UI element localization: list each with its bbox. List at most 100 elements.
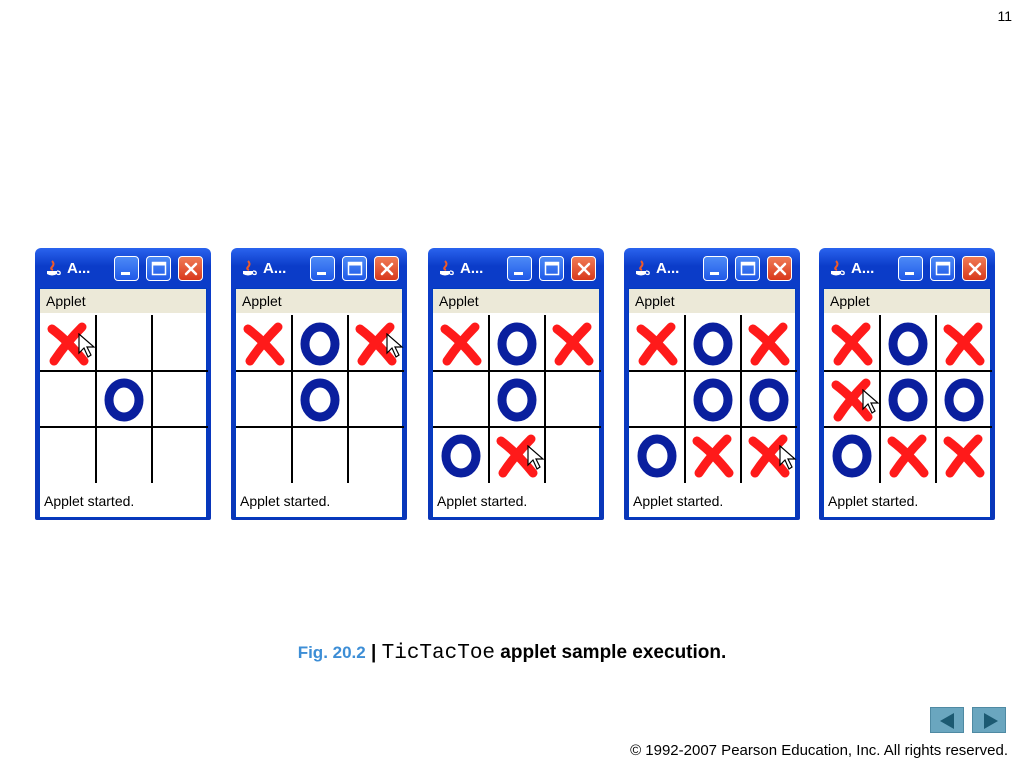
board-cell[interactable] <box>236 371 292 427</box>
window-titlebar[interactable]: A... <box>432 248 600 288</box>
maximize-button[interactable] <box>146 256 171 281</box>
grid-line <box>40 426 208 428</box>
board-cell[interactable] <box>348 315 404 371</box>
minimize-button[interactable] <box>703 256 728 281</box>
board-cell[interactable] <box>824 315 880 371</box>
board-cell[interactable] <box>685 427 741 483</box>
board-cell[interactable] <box>96 427 152 483</box>
board-cell[interactable] <box>824 371 880 427</box>
board-cell[interactable] <box>96 315 152 371</box>
minimize-button[interactable] <box>507 256 532 281</box>
o-mark-icon <box>497 322 537 366</box>
board-cell[interactable] <box>629 315 685 371</box>
tictactoe-board <box>824 315 992 483</box>
board-cell[interactable] <box>152 371 208 427</box>
grid-line <box>236 370 404 372</box>
applet-label: Applet <box>635 293 675 309</box>
board-cell[interactable] <box>292 427 348 483</box>
board-cell[interactable] <box>236 315 292 371</box>
maximize-button[interactable] <box>342 256 367 281</box>
grid-line <box>347 315 349 483</box>
minimize-icon <box>710 272 719 275</box>
board-cell[interactable] <box>489 371 545 427</box>
page-number: 11 <box>997 8 1012 24</box>
window-titlebar[interactable]: A... <box>39 248 207 288</box>
o-mark-icon <box>832 434 872 478</box>
board-cell[interactable] <box>936 371 992 427</box>
board-cell[interactable] <box>433 315 489 371</box>
o-mark-icon <box>944 378 984 422</box>
maximize-button[interactable] <box>735 256 760 281</box>
board-cell[interactable] <box>880 315 936 371</box>
next-slide-button[interactable] <box>972 707 1006 733</box>
board-cell[interactable] <box>629 371 685 427</box>
minimize-button[interactable] <box>898 256 923 281</box>
close-button[interactable] <box>767 256 792 281</box>
board-cell[interactable] <box>292 371 348 427</box>
figure-caption: Fig. 20.2 | TicTacToe applet sample exec… <box>0 642 1024 665</box>
board-cell[interactable] <box>545 371 601 427</box>
board-cell[interactable] <box>545 315 601 371</box>
close-icon <box>184 262 198 276</box>
maximize-button[interactable] <box>930 256 955 281</box>
board-cell[interactable] <box>489 315 545 371</box>
window-titlebar[interactable]: A... <box>628 248 796 288</box>
minimize-button[interactable] <box>310 256 335 281</box>
x-mark-icon <box>748 322 790 366</box>
board-cell[interactable] <box>880 427 936 483</box>
board-cell[interactable] <box>433 371 489 427</box>
minimize-button[interactable] <box>114 256 139 281</box>
close-button[interactable] <box>962 256 987 281</box>
window-titlebar[interactable]: A... <box>235 248 403 288</box>
prev-slide-button[interactable] <box>930 707 964 733</box>
applet-menu-bar: Applet <box>824 289 990 313</box>
board-cell[interactable] <box>433 427 489 483</box>
board-cell[interactable] <box>40 315 96 371</box>
board-cell[interactable] <box>629 427 685 483</box>
board-cell[interactable] <box>152 427 208 483</box>
o-mark-icon <box>104 378 144 422</box>
board-cell[interactable] <box>741 427 797 483</box>
maximize-button[interactable] <box>539 256 564 281</box>
board-cell[interactable] <box>292 315 348 371</box>
board-cell[interactable] <box>936 315 992 371</box>
applet-label: Applet <box>830 293 870 309</box>
board-cell[interactable] <box>936 427 992 483</box>
status-text: Applet started. <box>633 493 724 509</box>
grid-line <box>740 315 742 483</box>
board-cell[interactable] <box>236 427 292 483</box>
tictactoe-board <box>236 315 404 483</box>
board-cell[interactable] <box>40 427 96 483</box>
board-cell[interactable] <box>685 371 741 427</box>
board-cell[interactable] <box>824 427 880 483</box>
close-button[interactable] <box>374 256 399 281</box>
mouse-cursor-icon <box>527 444 545 470</box>
window-titlebar[interactable]: A... <box>823 248 991 288</box>
board-cell[interactable] <box>489 427 545 483</box>
board-cell[interactable] <box>741 371 797 427</box>
board-cell[interactable] <box>40 371 96 427</box>
board-cell[interactable] <box>348 427 404 483</box>
board-cell[interactable] <box>741 315 797 371</box>
close-icon <box>577 262 591 276</box>
board-cell[interactable] <box>545 427 601 483</box>
board-cell[interactable] <box>685 315 741 371</box>
grid-line <box>824 426 992 428</box>
grid-line <box>544 315 546 483</box>
applet-label: Applet <box>46 293 86 309</box>
o-mark-icon <box>888 378 928 422</box>
board-cell[interactable] <box>152 315 208 371</box>
close-button[interactable] <box>571 256 596 281</box>
board-cell[interactable] <box>96 371 152 427</box>
window-title: A... <box>851 259 875 277</box>
applet-label: Applet <box>439 293 479 309</box>
board-cell[interactable] <box>348 371 404 427</box>
o-mark-icon <box>749 378 789 422</box>
board-cell[interactable] <box>880 371 936 427</box>
grid-line <box>433 426 601 428</box>
close-button[interactable] <box>178 256 203 281</box>
caption-separator: | <box>365 642 382 663</box>
